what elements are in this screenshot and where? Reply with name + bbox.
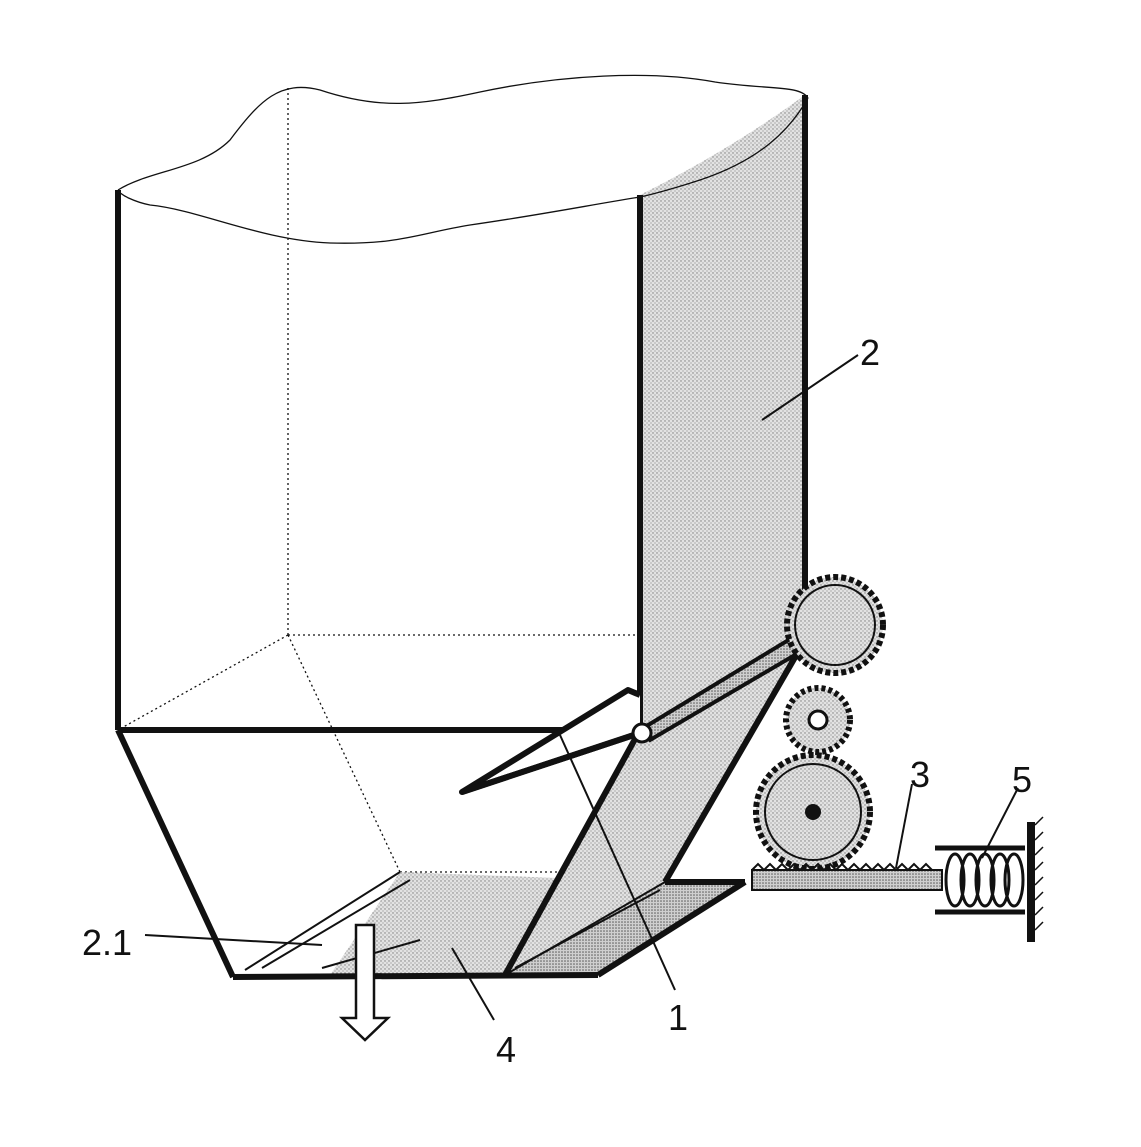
leader-lines [144, 354, 1019, 1021]
hopper-right-wall [640, 95, 805, 730]
label-discharge-opening: 2.1 [82, 922, 132, 963]
label-flap: 1 [668, 997, 688, 1038]
label-bottom: 4 [496, 1029, 516, 1070]
discharge-arrow-icon [338, 923, 392, 1042]
gear-upper [784, 574, 886, 676]
label-hopper-wall: 2 [860, 332, 880, 373]
hopper-top-edge [117, 74, 809, 244]
spring-assembly [935, 816, 1044, 942]
flap-pivot [631, 722, 653, 744]
rack-bar [751, 862, 943, 891]
gear-lower [753, 752, 873, 872]
funnel-section [115, 638, 808, 980]
label-spring: 5 [1012, 759, 1032, 800]
flap-lever [459, 623, 824, 795]
gear-train [753, 574, 886, 872]
gear-middle [783, 685, 853, 755]
label-rack: 3 [910, 754, 930, 795]
hopper-body [115, 95, 808, 733]
